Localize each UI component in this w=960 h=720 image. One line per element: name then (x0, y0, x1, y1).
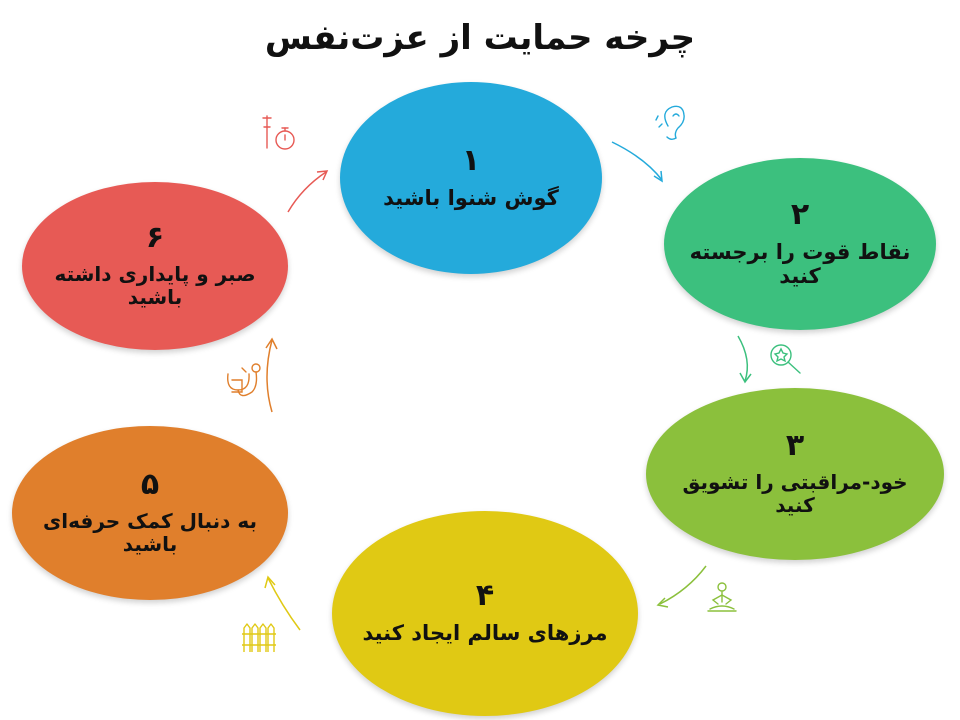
step-5-circle: ۵ به دنبال کمک حرفه‌ای باشید (12, 426, 288, 600)
arrow-1-to-2 (611, 141, 663, 183)
step-2-label: نقاط قوت را برجسته کنید (689, 239, 911, 288)
meditation-icon (707, 582, 737, 612)
step-1-circle: ۱ گوش شنوا باشید (340, 82, 602, 274)
arrow-6-to-1 (287, 170, 329, 213)
page-title: چرخه حمایت از عزت‌نفس (264, 18, 696, 58)
step-2-number: ۲ (790, 196, 810, 232)
step-3-label: خود-مراقبتی را تشویق کنید (682, 470, 908, 517)
step-1-label: گوش شنوا باشید (383, 185, 559, 210)
step-6-circle: ۶ صبر و پایداری داشته باشید (22, 182, 288, 350)
step-6-label: صبر و پایداری داشته باشید (54, 262, 256, 309)
step-6-number: ۶ (145, 220, 165, 255)
arrow-2-to-3 (737, 335, 752, 384)
step-5-number: ۵ (140, 467, 160, 502)
step-4-circle: ۴ مرزهای سالم ایجاد کنید (332, 511, 638, 716)
fence-icon (242, 623, 276, 652)
step-4-number: ۴ (475, 578, 495, 614)
step-4-label: مرزهای سالم ایجاد کنید (362, 621, 608, 646)
stopwatch-icon (262, 115, 295, 150)
arrow-4-to-5 (264, 575, 301, 631)
step-3-circle: ۳ خود-مراقبتی را تشویق کنید (646, 388, 944, 560)
arrow-5-to-6 (265, 337, 278, 413)
step-2-circle: ۲ نقاط قوت را برجسته کنید (664, 158, 936, 330)
star-magnifier-icon (770, 344, 801, 374)
arrow-3-to-4 (656, 565, 707, 608)
stethoscope-icon (227, 363, 261, 397)
ear-icon (655, 105, 685, 140)
step-1-number: ۱ (461, 142, 481, 178)
step-3-number: ۳ (785, 428, 805, 463)
step-5-label: به دنبال کمک حرفه‌ای باشید (42, 509, 258, 556)
